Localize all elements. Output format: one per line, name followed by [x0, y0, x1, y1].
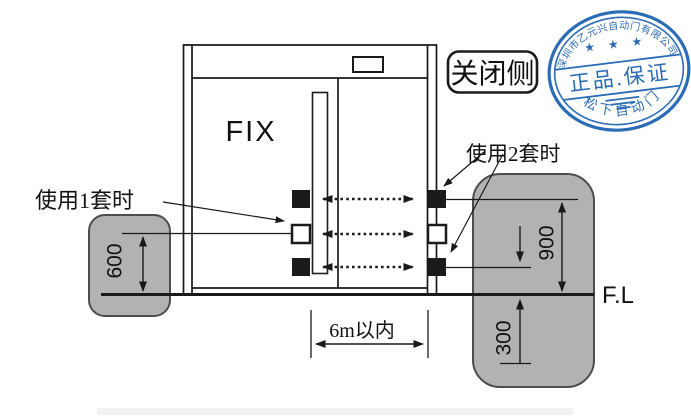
left-detection-zone-panel — [88, 214, 171, 317]
right-sensor-bottom-black — [428, 258, 446, 276]
transom-window — [352, 56, 384, 73]
closing-side-box — [446, 50, 539, 94]
right-sensor-middle-white — [426, 223, 448, 245]
stamp-water-waves-icon — [605, 95, 640, 110]
right-detection-zone-panel — [472, 173, 595, 388]
two-sets-leader-arrow-bottom-icon — [450, 153, 504, 253]
dim-600-value: 600 — [104, 243, 127, 278]
two-sets-leader-arrow-top-icon — [443, 151, 485, 187]
dim-6m-label: 6m以内 — [329, 319, 395, 342]
guarantee-stamp: 深圳市乙元兴自动门有限公司 ★ ★ ★ 正品.保证 松下自动门 — [547, 10, 691, 132]
floor-strip — [97, 408, 573, 415]
dim-900-value: 900 — [536, 225, 559, 260]
right-sensor-top-black — [428, 190, 446, 208]
floor-label: F.L — [602, 282, 634, 309]
two-sets-label: 使用2套时 — [466, 142, 561, 166]
left-sensor-bottom-black — [292, 258, 310, 276]
door-frame — [182, 44, 438, 294]
dim-300-value: 300 — [493, 320, 516, 355]
closing-side-label: 关闭侧 — [450, 58, 534, 90]
stamp-band-bottom-line — [563, 84, 681, 101]
stamp-band-top-line — [555, 53, 681, 71]
fix-panel-label: FIX — [225, 116, 276, 148]
left-sensor-top-black — [292, 190, 310, 208]
one-set-leader-arrow-icon — [162, 201, 285, 224]
left-sensor-middle-white — [290, 223, 312, 245]
one-set-label: 使用1套时 — [35, 188, 134, 213]
door-leaf-edge — [311, 91, 329, 275]
